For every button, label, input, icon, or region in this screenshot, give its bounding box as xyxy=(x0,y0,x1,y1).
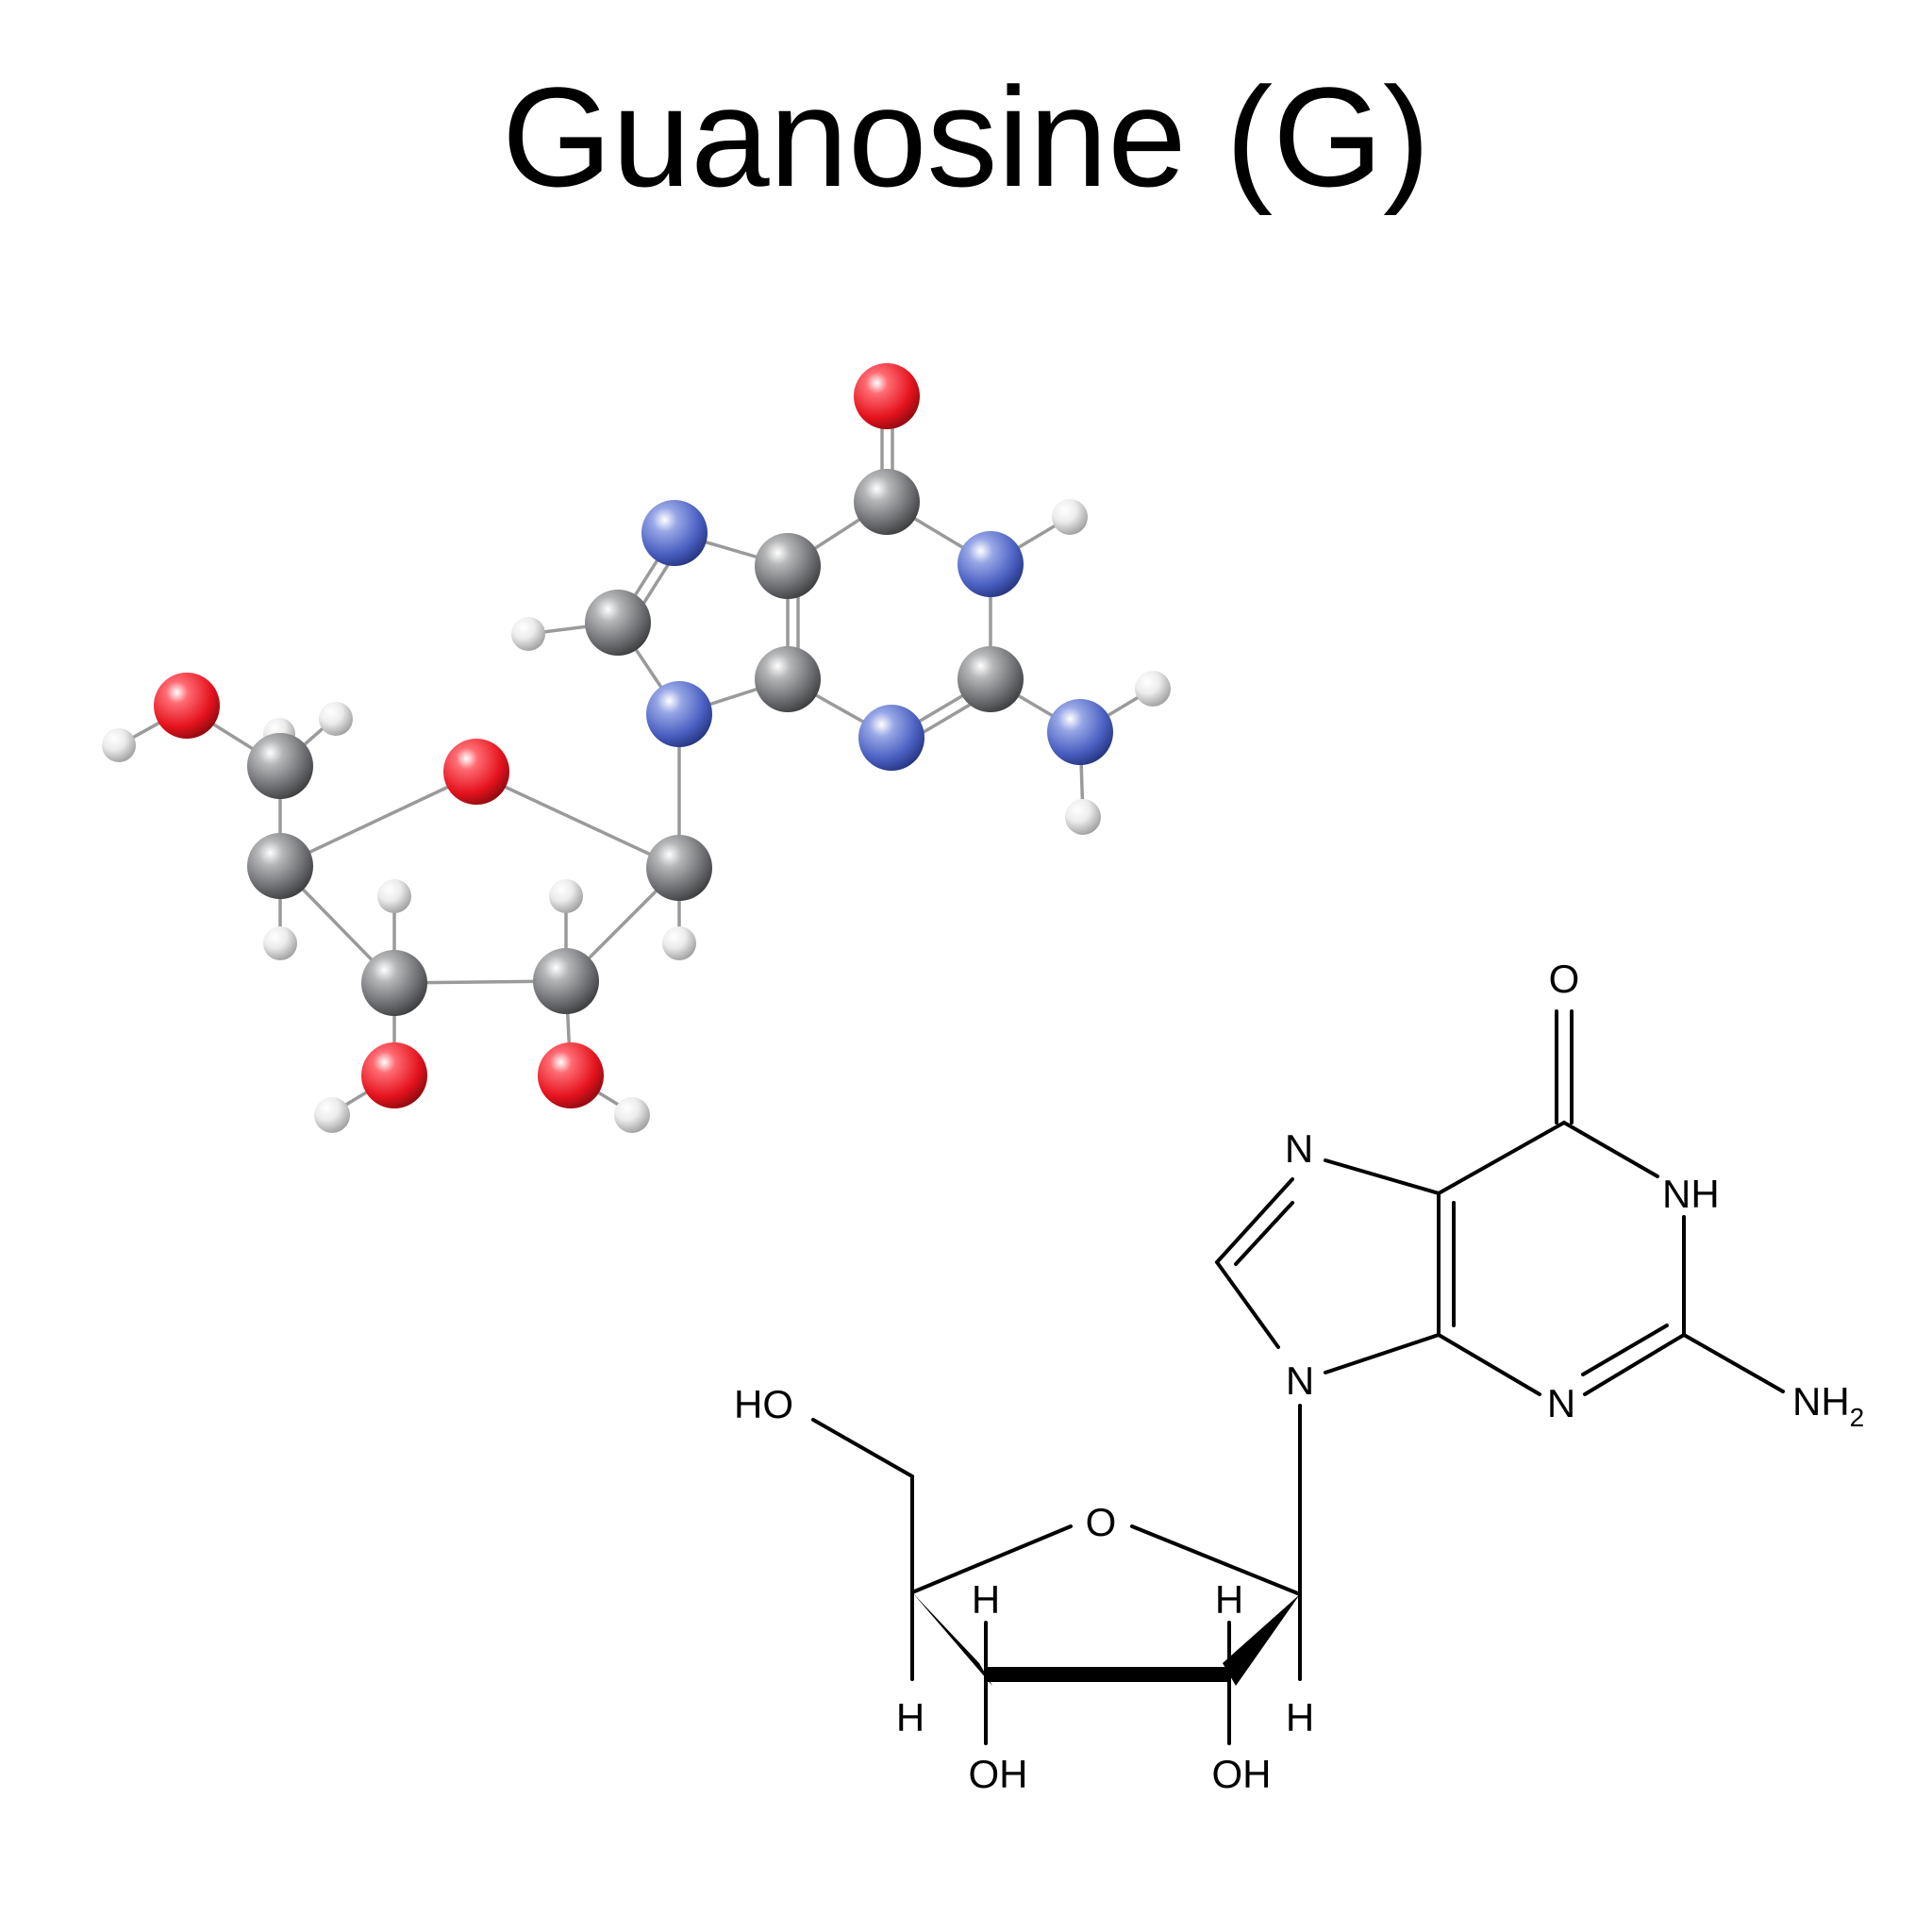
label-amino-subscript: 2 xyxy=(1850,1403,1865,1432)
carbon-atom xyxy=(854,469,920,535)
carbon-atom xyxy=(755,646,821,712)
carbon-atom xyxy=(958,646,1024,712)
label-h-c1: H xyxy=(1286,1695,1314,1740)
bond-n9-c4 xyxy=(1324,1333,1441,1374)
hydrogen-atom xyxy=(102,728,136,762)
label-h-c2: H xyxy=(1215,1577,1243,1622)
nitrogen-atom xyxy=(858,705,924,771)
hydrogen-atom xyxy=(549,879,583,913)
nitrogen-atom xyxy=(958,531,1024,597)
bond-c2-nh2 xyxy=(1682,1333,1785,1393)
hydrogen-atom xyxy=(1135,671,1171,707)
hydrogen-atom xyxy=(1065,799,1101,835)
carbon-atom xyxy=(585,590,651,656)
carbon-atom xyxy=(247,833,313,899)
hydrogen-atom xyxy=(1052,499,1088,535)
label-n1: NH xyxy=(1662,1172,1720,1216)
structural-formula: O N NH N N NH2 HO O H H H H OH OH xyxy=(734,957,1864,1796)
label-oh-c3: OH xyxy=(969,1752,1028,1796)
label-n7: N xyxy=(1285,1126,1313,1171)
oxygen-atom xyxy=(361,1042,427,1108)
wedge-bond-c4p-c3p xyxy=(912,1592,992,1686)
bond-c5-n7 xyxy=(1324,1158,1441,1195)
bond-c5-c6 xyxy=(1437,1121,1566,1195)
carbon-atom xyxy=(533,948,599,1014)
label-amino-base: NH xyxy=(1792,1379,1850,1424)
model-atoms xyxy=(102,363,1171,1133)
hydrogen-atom xyxy=(314,1097,350,1133)
bond-c6-n1 xyxy=(1562,1121,1659,1178)
page-title: Guanosine (G) xyxy=(502,58,1430,216)
formula-labels: O N NH N N NH2 HO O H H H H OH OH xyxy=(734,957,1864,1796)
stick-o4-c4 xyxy=(279,772,477,868)
nitrogen-atom xyxy=(1047,699,1113,765)
bond-c2-n3-inner xyxy=(1581,1324,1669,1376)
carbon-atom xyxy=(361,950,427,1016)
bond-o4p-c4p xyxy=(910,1524,1073,1594)
oxygen-atom xyxy=(538,1042,604,1108)
bond-n7-c8 xyxy=(1215,1177,1294,1264)
hydrogen-atom xyxy=(511,617,545,651)
bond-c1p-o4p xyxy=(1130,1524,1302,1596)
label-ring-oxygen: O xyxy=(1086,1500,1117,1544)
carbon-atom xyxy=(247,733,313,799)
bond-n7-c8-inner xyxy=(1234,1201,1294,1266)
bold-bond-c3p-c2p xyxy=(986,1667,1229,1682)
hydrogen-atom xyxy=(662,926,696,960)
stick-c1-o4 xyxy=(475,772,680,870)
oxygen-atom xyxy=(154,673,220,739)
label-hydroxymethyl: HO xyxy=(734,1382,793,1426)
label-amino: NH2 xyxy=(1792,1379,1864,1432)
bond-n3-c4 xyxy=(1437,1333,1541,1396)
carbon-atom xyxy=(646,835,712,901)
oxygen-atom xyxy=(443,739,509,805)
hydrogen-atom xyxy=(377,879,411,913)
label-h-c3: H xyxy=(972,1577,1000,1622)
ball-and-stick-model xyxy=(102,363,1171,1133)
label-carbonyl-oxygen: O xyxy=(1549,957,1580,1001)
hydrogen-atom xyxy=(614,1097,650,1133)
hydrogen-atom xyxy=(319,702,353,736)
formula-bonds xyxy=(811,1009,1785,1745)
label-h-c4: H xyxy=(896,1695,924,1740)
bond-c2-n3 xyxy=(1583,1333,1686,1396)
carbon-atom xyxy=(755,533,821,599)
label-n9: N xyxy=(1286,1358,1314,1403)
nitrogen-atom xyxy=(646,681,712,747)
bond-c8-n9 xyxy=(1215,1260,1280,1349)
wedge-bond-c1p-c2p xyxy=(1223,1594,1300,1686)
oxygen-atom xyxy=(854,363,920,429)
bond-c5p-o5p xyxy=(811,1418,914,1478)
hydrogen-atom xyxy=(263,926,297,960)
nitrogen-atom xyxy=(641,500,708,566)
label-oh-c2: OH xyxy=(1212,1752,1272,1796)
label-n3: N xyxy=(1547,1381,1575,1425)
